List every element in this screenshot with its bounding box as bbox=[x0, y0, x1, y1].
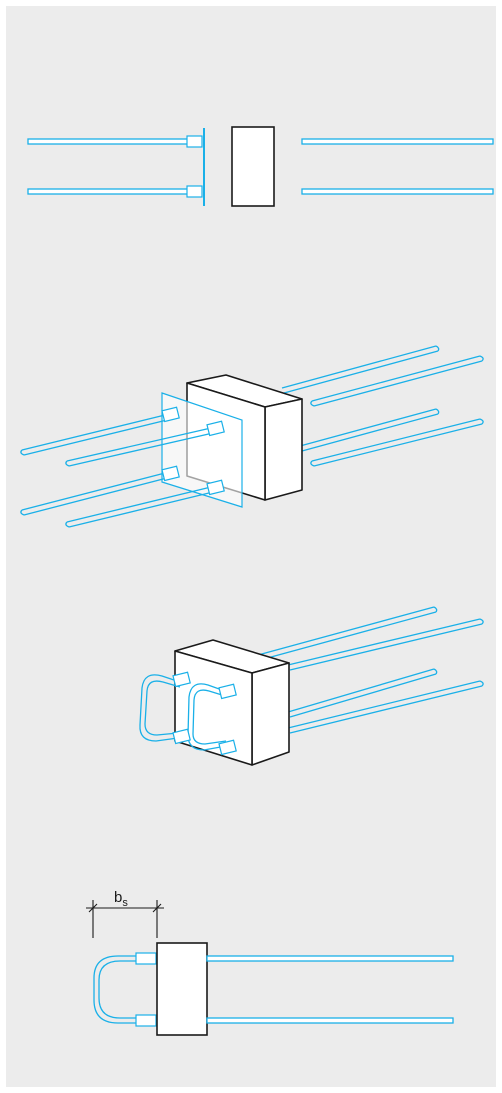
coupler-plan-top bbox=[135, 952, 157, 965]
u-bar-outer bbox=[93, 955, 137, 1024]
view-side-elevation bbox=[27, 126, 494, 207]
u-bars bbox=[139, 674, 227, 751]
couplers-iso bbox=[161, 406, 225, 496]
coupler-top bbox=[186, 135, 203, 148]
coupler-bottom bbox=[186, 185, 203, 198]
coupler-plan-bottom bbox=[135, 1014, 157, 1027]
concrete-block-plan bbox=[156, 942, 208, 1036]
view-isometric-ubar bbox=[139, 606, 484, 766]
rebar-right-top bbox=[301, 138, 494, 145]
rebar-plan-top bbox=[206, 955, 454, 962]
dimension-bs: bs bbox=[86, 889, 164, 938]
concrete-block-iso-2 bbox=[174, 639, 290, 766]
rebar-left-top bbox=[27, 138, 189, 145]
concrete-block bbox=[231, 126, 275, 207]
view-isometric-plate bbox=[20, 345, 484, 528]
rebar-right-bottom bbox=[301, 188, 494, 195]
couplers-iso-2 bbox=[172, 671, 237, 756]
rebar-left-group bbox=[20, 414, 214, 528]
rebar-right-group bbox=[281, 345, 484, 467]
dimension-label: bs bbox=[114, 889, 128, 909]
rebar-left-bottom bbox=[27, 188, 189, 195]
u-bar-inner bbox=[98, 960, 137, 1019]
rebar-plan-bottom bbox=[206, 1017, 454, 1024]
rebar-right-group-2 bbox=[257, 606, 484, 734]
view-plan-ubar: bs bbox=[86, 889, 454, 1036]
